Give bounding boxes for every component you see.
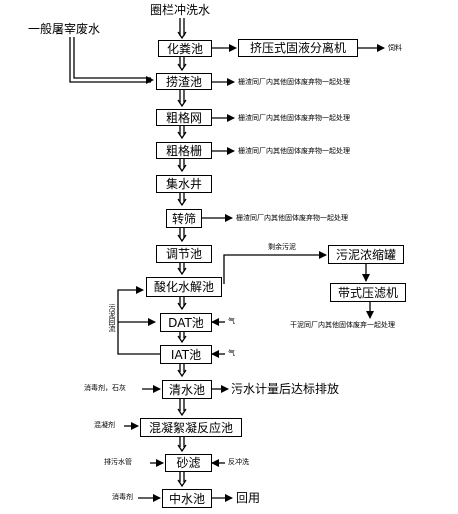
hydrolysis-acidification-tank-box: 酸化水解池 — [146, 277, 222, 297]
screw-press-separator-box: 挤压式固液分离机 — [238, 39, 358, 57]
disinfectant-label: 消毒剂 — [112, 493, 133, 501]
main-flow-arrows — [177, 18, 187, 488]
dat-tank-box: DAT池 — [160, 313, 212, 332]
residual-sludge-label: 剩余污泥 — [268, 243, 296, 251]
feed-label: 饲料 — [388, 44, 402, 52]
disinfectant-lime-label: 消毒剂，石灰 — [84, 384, 126, 392]
reclaimed-water-tank-box: 中水池 — [162, 489, 212, 508]
screenings-disposal-note-3: 栅渣同厂内其他固体废弃物一起处理 — [238, 147, 350, 155]
rotary-screen-box: 转筛 — [166, 209, 202, 228]
left-input-line — [69, 37, 151, 83]
input-pen-flush-water: 圈栏冲洗水 — [150, 3, 211, 17]
backwash-label: 反冲洗 — [228, 458, 249, 466]
reuse-label: 回用 — [236, 491, 261, 505]
septic-tank-box: 化粪池 — [158, 40, 212, 57]
sludge-return-label: 污泥回流 — [108, 304, 116, 332]
equalization-tank-box: 调节池 — [156, 245, 212, 263]
discharge-label: 污水计量后达标排放 — [231, 382, 340, 396]
sludge-thickener-box: 污泥浓缩罐 — [328, 245, 404, 264]
coagulant-label: 混凝剂 — [94, 421, 115, 429]
coarse-bar-screen-box: 粗格栅 — [156, 142, 212, 159]
screenings-disposal-note-4: 栅渣同厂内其他固体废弃物一起处理 — [236, 214, 348, 222]
collection-well-box: 集水井 — [156, 175, 212, 193]
input-slaughter-wastewater: 一般屠宰废水 — [28, 22, 101, 36]
iat-tank-box: IAT池 — [160, 345, 212, 364]
sand-filter-box: 砂滤 — [165, 454, 212, 472]
coagulation-flocculation-tank-box: 混凝絮凝反应池 — [140, 418, 242, 437]
belt-filter-press-box: 带式压滤机 — [330, 283, 406, 302]
skimming-tank-box: 捞渣池 — [156, 73, 212, 90]
air-label-iat: 气 — [228, 349, 235, 357]
coarse-screen-mesh-box: 粗格网 — [156, 109, 212, 126]
dry-sludge-disposal-note: 干泥同厂内其他固体废弃一起处理 — [290, 321, 395, 329]
sewage-pipe-label: 排污水管 — [104, 458, 132, 466]
screenings-disposal-note-1: 栅渣同厂内其他固体废弃物一起处理 — [238, 78, 350, 86]
screenings-disposal-note-2: 栅渣同厂内其他固体废弃物一起处理 — [238, 114, 350, 122]
clear-water-tank-box: 清水池 — [162, 380, 212, 399]
air-label-dat: 气 — [228, 317, 235, 325]
